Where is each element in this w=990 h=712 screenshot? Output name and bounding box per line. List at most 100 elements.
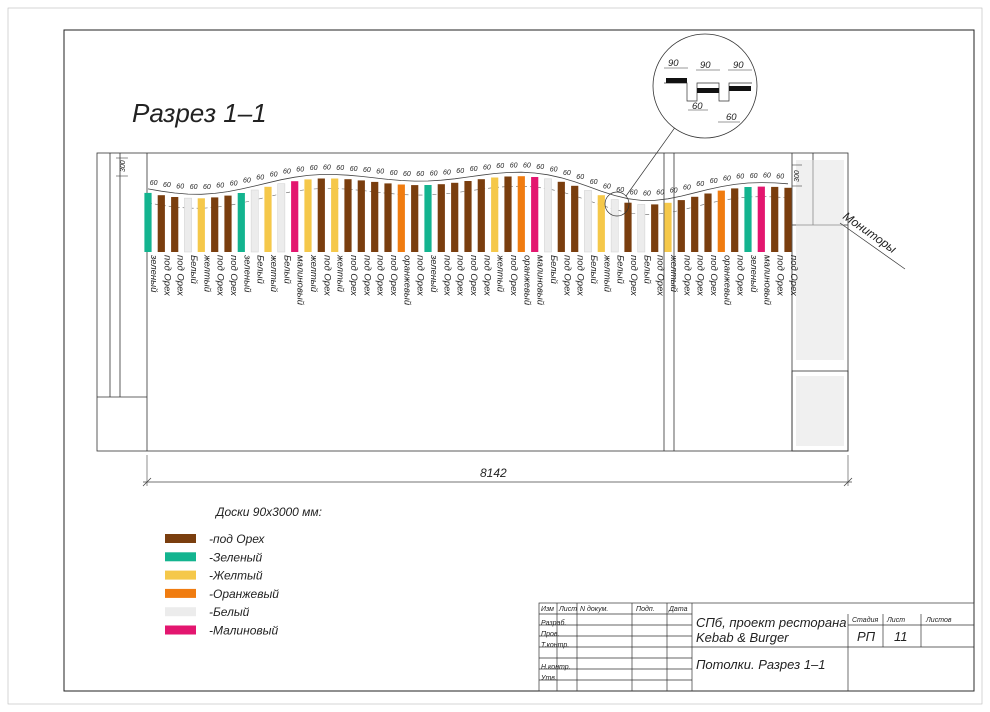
board bbox=[317, 178, 325, 252]
faded-texture bbox=[796, 160, 844, 446]
board-label: под Орех bbox=[481, 255, 492, 297]
spacing-label: 60 bbox=[216, 183, 224, 190]
spacing-label: 60 bbox=[176, 184, 184, 191]
board-label: Белый bbox=[188, 255, 199, 284]
board bbox=[664, 202, 672, 252]
spacing-label: 60 bbox=[443, 170, 451, 177]
board bbox=[331, 178, 339, 252]
board bbox=[411, 185, 419, 252]
legend-label: -Оранжевый bbox=[209, 587, 279, 601]
board-label: оранжевый bbox=[401, 255, 412, 306]
board bbox=[597, 195, 605, 252]
board-label: малиновый bbox=[535, 255, 546, 306]
spacing-label: 60 bbox=[363, 167, 371, 174]
board-label: под Орех bbox=[228, 255, 239, 297]
board-label: Белый bbox=[615, 255, 626, 284]
board bbox=[504, 176, 512, 252]
spacing-label: 60 bbox=[190, 184, 198, 191]
board bbox=[397, 184, 405, 252]
board-label: под Орех bbox=[681, 255, 692, 297]
board bbox=[651, 204, 659, 252]
project-name-2: Kebab & Burger bbox=[696, 630, 789, 645]
board-label: под Орех bbox=[361, 255, 372, 297]
title-block-row: Н.контр. bbox=[541, 664, 571, 671]
spacing-label: 60 bbox=[670, 187, 678, 194]
legend: -под Орех-Зеленый-Желтый-Оранжевый-Белый… bbox=[165, 532, 279, 638]
board bbox=[464, 181, 472, 252]
title-block-row: Т.контр. bbox=[541, 642, 569, 649]
overall-dimension: 8142 bbox=[142, 455, 853, 487]
board bbox=[424, 185, 432, 252]
board bbox=[384, 183, 392, 252]
spacing-label: 60 bbox=[723, 176, 731, 183]
board-label: Белый bbox=[548, 255, 559, 284]
sheet-title: Потолки. Разрез 1–1 bbox=[696, 657, 826, 672]
sheet-header: Лист bbox=[886, 617, 905, 624]
board bbox=[237, 193, 245, 252]
legend-label: -Желтый bbox=[209, 569, 263, 583]
project-name: СПб, проект ресторана bbox=[696, 615, 846, 630]
board-label: под Орех bbox=[375, 255, 386, 297]
board-label: под Орех bbox=[695, 255, 706, 297]
board-label: под Орех bbox=[415, 255, 426, 297]
legend-label: -Малиновый bbox=[209, 624, 278, 638]
monitors-label: Мониторы bbox=[840, 209, 899, 256]
board-label: под Орех bbox=[788, 255, 799, 297]
board-label: желтый bbox=[201, 254, 212, 293]
board bbox=[437, 184, 445, 252]
title-block-column: N докум. bbox=[580, 605, 608, 613]
spacing-label: 60 bbox=[203, 184, 211, 191]
overall-width-label: 8142 bbox=[480, 466, 507, 480]
title-block-column: Лист bbox=[558, 606, 577, 613]
sheets-header: Листов bbox=[925, 617, 952, 624]
title-block-row: Утв. bbox=[540, 675, 557, 682]
board bbox=[691, 196, 699, 252]
board bbox=[451, 182, 459, 252]
board-label: под Орех bbox=[321, 255, 332, 297]
board-label: под Орех bbox=[468, 255, 479, 297]
board bbox=[250, 189, 259, 253]
spacing-label: 60 bbox=[243, 178, 251, 185]
spacing-label: 60 bbox=[763, 173, 771, 180]
board bbox=[717, 190, 725, 252]
spacing-label: 60 bbox=[296, 166, 304, 173]
legend-swatch bbox=[165, 534, 196, 543]
sheet-number: 11 bbox=[894, 629, 908, 644]
spacing-label: 60 bbox=[630, 190, 638, 197]
board bbox=[517, 176, 525, 252]
board-label: зеленый bbox=[428, 254, 439, 293]
spacing-label: 60 bbox=[416, 171, 424, 178]
board bbox=[624, 202, 632, 252]
spacing-label: 60 bbox=[270, 171, 278, 178]
board bbox=[264, 186, 272, 252]
board-label: малиновый bbox=[295, 255, 306, 306]
board-label: под Орех bbox=[561, 255, 572, 297]
spacing-label: 60 bbox=[483, 164, 491, 171]
board bbox=[291, 181, 299, 252]
spacing-label: 60 bbox=[590, 179, 598, 186]
spacing-label: 60 bbox=[403, 171, 411, 178]
title-block-row: Пров. bbox=[541, 631, 560, 638]
spacing-label: 60 bbox=[230, 180, 238, 187]
spacing-label: 60 bbox=[310, 165, 318, 172]
board-label: желтый bbox=[495, 254, 506, 293]
spacing-label: 60 bbox=[496, 163, 504, 170]
board-label: под Орех bbox=[575, 255, 586, 297]
spacing-label: 60 bbox=[736, 174, 744, 181]
spacing-label: 60 bbox=[150, 180, 158, 187]
offset-dimension-left: 300 bbox=[116, 157, 128, 177]
board-label: под Орех bbox=[708, 255, 719, 297]
board bbox=[277, 183, 286, 253]
board bbox=[171, 197, 179, 252]
stage-value: РП bbox=[857, 629, 876, 644]
spacing-label: 60 bbox=[710, 178, 718, 185]
spacing-label: 60 bbox=[376, 169, 384, 176]
detail-callout: 90 90 90 60 60 bbox=[604, 33, 758, 217]
board bbox=[784, 187, 792, 252]
board bbox=[557, 181, 565, 252]
spacing-label: 60 bbox=[603, 183, 611, 190]
title-block-column: Подп. bbox=[636, 605, 655, 613]
board bbox=[144, 192, 152, 252]
spacing-label: 60 bbox=[470, 166, 478, 173]
